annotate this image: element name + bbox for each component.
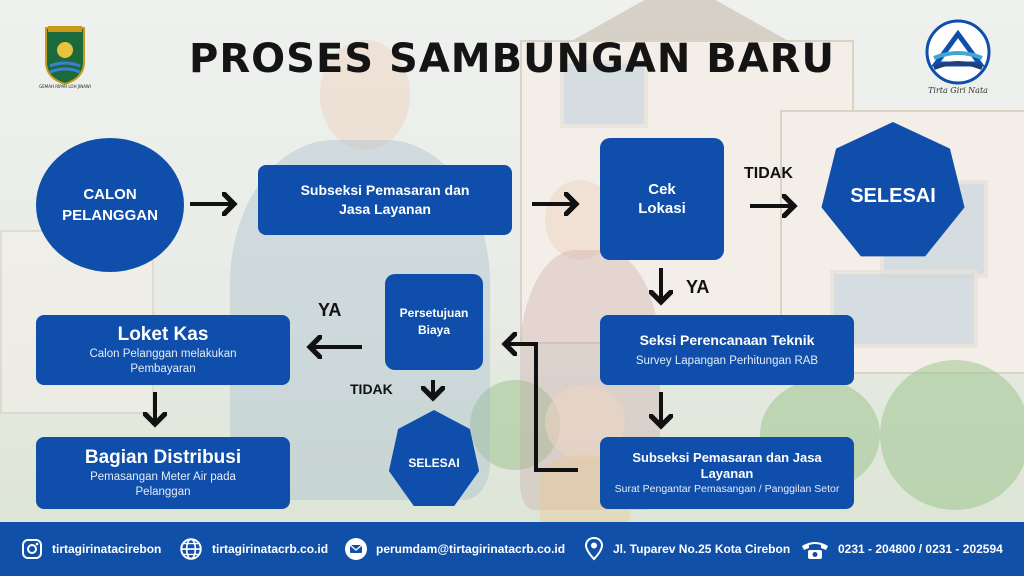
- footer-bar: tirtagirinatacirebon tirtagirinatacrb.co…: [0, 522, 1024, 576]
- node-seksi-perencanaan-desc: Survey Lapangan Perhitungan RAB: [635, 355, 819, 367]
- node-seksi-perencanaan: Seksi Perencanaan Teknik Survey Lapangan…: [600, 315, 854, 385]
- node-cek-lokasi-label: Cek Lokasi: [638, 181, 686, 217]
- email-icon: [345, 538, 367, 560]
- globe-icon: [180, 538, 202, 560]
- father-head: [320, 40, 410, 150]
- crest-icon: [45, 26, 85, 86]
- page-title: PROSES SAMBUNGAN BARU: [189, 36, 835, 82]
- node-persetujuan-biaya: Persetujuan Biaya: [385, 274, 483, 370]
- footer-address-text: Jl. Tuparev No.25 Kota Cirebon: [613, 542, 791, 556]
- node-calon-pelanggan: CALON PELANGGAN: [36, 138, 184, 272]
- node-selesai-top-label: SELESAI: [850, 184, 936, 207]
- footer-phone[interactable]: 0231 - 204800 / 0231 - 202594: [800, 522, 1003, 576]
- window: [560, 60, 648, 128]
- node-calon-pelanggan-label: CALON PELANGGAN: [62, 186, 158, 224]
- arrow-subseksi2-to-persetujuan: [505, 344, 578, 472]
- flow-arrows: [0, 0, 1024, 472]
- footer-address: Jl. Tuparev No.25 Kota Cirebon: [583, 522, 790, 576]
- instagram-icon: [22, 539, 42, 559]
- node-subseksi-pemasaran-2-desc: Surat Pengantar Pemasangan / Panggilan S…: [614, 483, 840, 495]
- node-selesai-bottom-label: SELESAI: [408, 456, 460, 470]
- node-cek-lokasi: Cek Lokasi: [600, 138, 724, 260]
- footer-website-text: tirtagirinatacrb.co.id: [212, 542, 329, 556]
- node-selesai-top: SELESAI: [821, 122, 965, 257]
- crest-caption: GEMAH RIPAH LOH JINAWI: [39, 84, 91, 89]
- node-persetujuan-biaya-label: Persetujuan Biaya: [399, 306, 469, 337]
- location-pin-icon: [584, 536, 604, 561]
- window: [830, 270, 978, 348]
- label-tidak-top: TIDAK: [744, 165, 793, 182]
- footer-email[interactable]: perumdam@tirtagirinatacrb.co.id: [344, 522, 565, 576]
- tirta-giri-nata-logo: Tirta Giri Nata: [924, 18, 992, 98]
- node-subseksi-pemasaran: Subseksi Pemasaran dan Jasa Layanan: [258, 165, 512, 235]
- footer-phone-text: 0231 - 204800 / 0231 - 202594: [838, 542, 1003, 556]
- footer-instagram-text: tirtagirinatacirebon: [52, 542, 162, 556]
- node-loket-kas-desc: Calon Pelanggan melakukan Pembayaran: [89, 348, 237, 375]
- node-subseksi-pemasaran-2: Subseksi Pemasaran dan Jasa Layanan Sura…: [600, 437, 854, 509]
- node-selesai-bottom: SELESAI: [388, 410, 480, 506]
- label-ya-left: YA: [318, 300, 342, 320]
- node-subseksi-pemasaran-label: Subseksi Pemasaran dan Jasa Layanan: [300, 182, 470, 217]
- telephone-icon: [802, 542, 828, 559]
- label-ya-right: YA: [686, 277, 710, 297]
- cirebon-crest-logo: GEMAH RIPAH LOH JINAWI: [39, 22, 91, 92]
- node-subseksi-pemasaran-2-title: Subseksi Pemasaran dan Jasa Layanan: [632, 450, 822, 481]
- node-bagian-distribusi-desc: Pemasangan Meter Air pada Pelanggan: [90, 471, 236, 498]
- node-bagian-distribusi-title: Bagian Distribusi: [84, 447, 242, 468]
- water-mountain-icon: [925, 19, 991, 85]
- footer-email-text: perumdam@tirtagirinatacrb.co.id: [376, 542, 566, 556]
- node-loket-kas: Loket Kas Calon Pelanggan melakukan Pemb…: [36, 315, 290, 385]
- footer-instagram[interactable]: tirtagirinatacirebon: [20, 522, 161, 576]
- node-seksi-perencanaan-title: Seksi Perencanaan Teknik: [639, 332, 815, 348]
- footer-website[interactable]: tirtagirinatacrb.co.id: [178, 522, 328, 576]
- bush: [880, 360, 1024, 510]
- node-loket-kas-title: Loket Kas: [117, 324, 209, 345]
- label-tidak-bottom: TIDAK: [350, 381, 393, 397]
- node-bagian-distribusi: Bagian Distribusi Pemasangan Meter Air p…: [36, 437, 290, 509]
- logo-caption: Tirta Giri Nata: [928, 86, 988, 95]
